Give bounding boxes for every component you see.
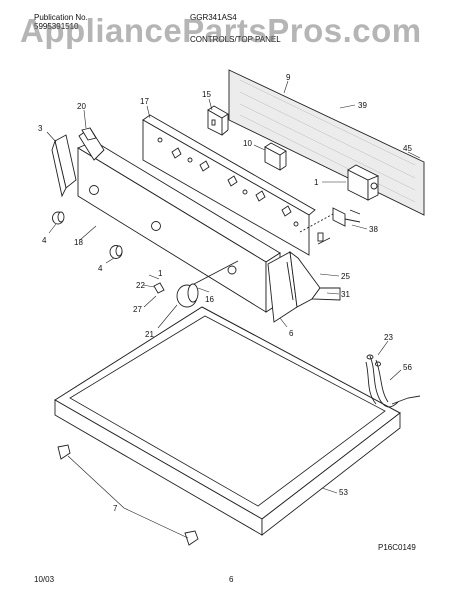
- callout-45: 45: [403, 144, 412, 153]
- callout-7: 7: [113, 504, 118, 513]
- timer-part: [264, 142, 287, 171]
- connector-part: [299, 207, 361, 245]
- top-panel-part: [54, 306, 401, 536]
- callout-15: 15: [202, 90, 211, 99]
- footer-date: 10/03: [34, 575, 55, 584]
- callout-23: 23: [384, 333, 393, 342]
- foot-part: [57, 444, 199, 546]
- diagram-id: P16C0149: [378, 543, 416, 552]
- switch-part: [207, 105, 229, 136]
- watermark: AppliancePartsPros.com: [20, 12, 422, 49]
- callout-1-transformer: 1: [314, 178, 319, 187]
- callout-22: 22: [136, 281, 145, 290]
- callout-16: 16: [205, 295, 214, 304]
- callout-9: 9: [286, 73, 291, 82]
- callout-4-left: 4: [42, 236, 47, 245]
- section-title: CONTROLS/TOP PANEL: [190, 35, 281, 44]
- callout-31: 31: [341, 290, 350, 299]
- callout-20: 20: [77, 102, 86, 111]
- callout-53: 53: [339, 488, 348, 497]
- knob-part: [52, 211, 199, 308]
- shaft-part: [193, 260, 239, 285]
- callout-25: 25: [341, 272, 350, 281]
- publication-number: 5995391510: [34, 22, 79, 31]
- left-endcap-part: [51, 127, 105, 198]
- transformer-part: [347, 164, 380, 201]
- callout-18: 18: [74, 238, 83, 247]
- leader-lines: [46, 80, 421, 539]
- callout-17: 17: [140, 97, 149, 106]
- callout-4-center: 4: [98, 264, 103, 273]
- callout-1-knob: 1: [158, 269, 163, 278]
- callout-27: 27: [133, 305, 142, 314]
- model-number: GGR341AS4: [190, 13, 237, 22]
- footer-page: 6: [229, 575, 234, 584]
- wire-harness-part: [365, 354, 421, 408]
- callout-56: 56: [403, 363, 412, 372]
- callout-6: 6: [289, 329, 294, 338]
- callout-39: 39: [358, 101, 367, 110]
- right-endcap-part: [267, 251, 341, 323]
- control-panel-back-part: [142, 114, 316, 256]
- publication-label: Publication No.: [34, 13, 88, 22]
- callout-3: 3: [38, 124, 43, 133]
- callout-10: 10: [243, 139, 252, 148]
- callout-38: 38: [369, 225, 378, 234]
- callout-21: 21: [145, 330, 154, 339]
